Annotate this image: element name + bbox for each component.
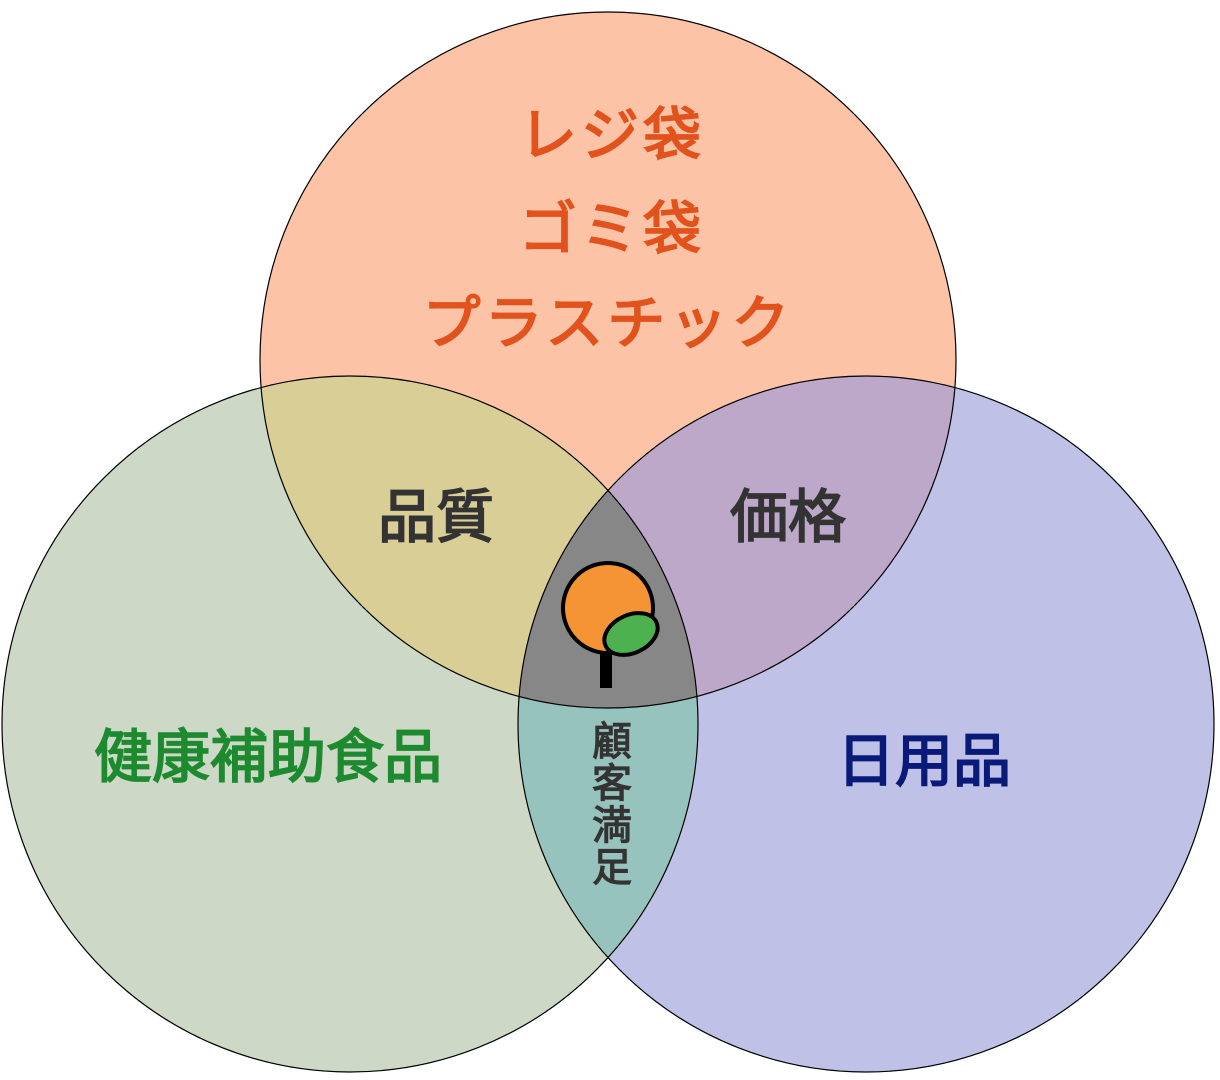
right-label: 日用品 bbox=[836, 727, 1012, 795]
top-left-overlap bbox=[260, 376, 698, 708]
top-right-label: 価格 bbox=[729, 483, 847, 551]
top-item-3: プラスチック bbox=[422, 289, 794, 357]
tree-logo-icon bbox=[561, 561, 660, 688]
top-item-2: ゴミ袋 bbox=[518, 195, 706, 263]
top-right-overlap bbox=[518, 376, 956, 708]
left-right-label: 顧客満足 bbox=[585, 720, 632, 888]
top-left-label: 品質 bbox=[377, 483, 495, 551]
left-label: 健康補助食品 bbox=[93, 723, 443, 791]
top-item-1: レジ袋 bbox=[518, 101, 706, 169]
